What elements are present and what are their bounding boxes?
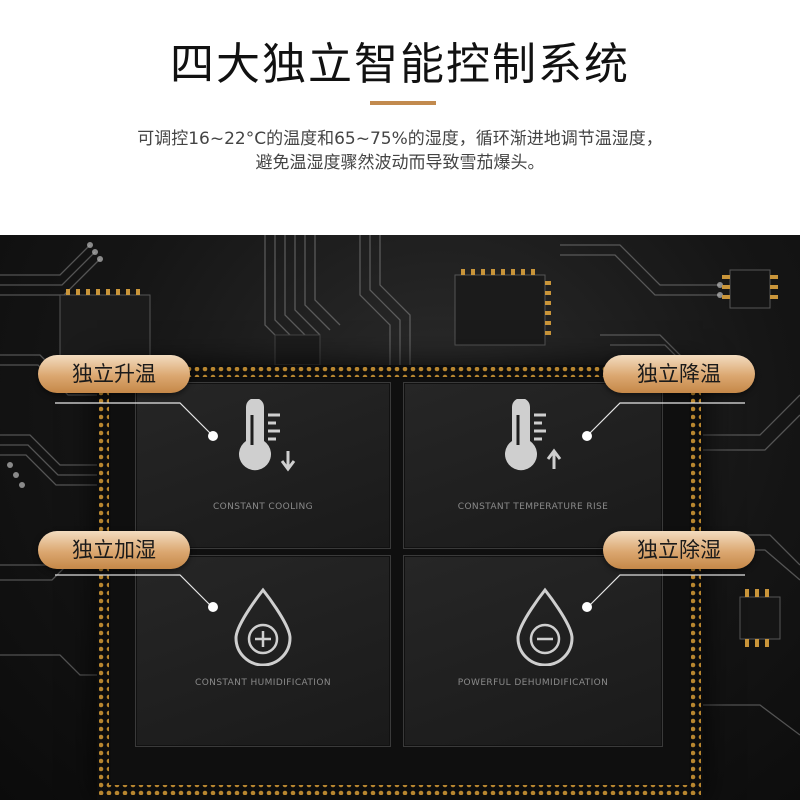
ic-chip-top: [454, 269, 551, 346]
tile-cooling: CONSTANT TEMPERATURE RISE: [403, 382, 663, 549]
ic-chip-right-top: [722, 269, 778, 309]
tile-humidify: CONSTANT HUMIDIFICATION: [135, 555, 391, 747]
drop-minus-icon: [516, 587, 574, 666]
description-line-2: 避免温湿度骤然波动而导致雪茄爆头。: [255, 153, 545, 173]
label-dehumidify: 独立除湿: [603, 531, 755, 569]
description: 可调控16~22°C的温度和65~75%的湿度，循环渐进地调节温湿度， 避免温湿…: [0, 127, 800, 175]
ic-chip-right-bottom: [739, 589, 781, 647]
caption: CONSTANT HUMIDIFICATION: [195, 678, 331, 688]
thermometer-down-icon: [239, 399, 296, 472]
circuit-board-image: CONSTANT COOLING CONSTANT TEMPERATURE RI…: [0, 235, 800, 800]
caption: POWERFUL DEHUMIDIFICATION: [457, 678, 609, 688]
page-title: 四大独立智能控制系统: [170, 39, 630, 90]
label-humidify: 独立加湿: [38, 531, 190, 569]
leader-lines: [55, 402, 745, 612]
label-cooling: 独立降温: [603, 355, 755, 393]
tile-heating: CONSTANT COOLING: [135, 382, 391, 549]
thermometer-up-icon: [505, 399, 562, 471]
header-section: 四大独立智能控制系统 可调控16~22°C的温度和65~75%的湿度，循环渐进地…: [0, 0, 800, 235]
description-line-1: 可调控16~22°C的温度和65~75%的湿度，循环渐进地调节温湿度，: [137, 129, 663, 149]
caption: CONSTANT TEMPERATURE RISE: [457, 502, 609, 512]
caption: CONSTANT COOLING: [212, 502, 314, 512]
ic-chip-left: [59, 289, 151, 366]
main-chip: CONSTANT COOLING CONSTANT TEMPERATURE RI…: [97, 365, 703, 800]
tile-dehumidify: POWERFUL DEHUMIDIFICATION: [403, 555, 663, 747]
title-underline: [370, 101, 436, 105]
label-heating: 独立升温: [38, 355, 190, 393]
drop-plus-icon: [234, 587, 292, 666]
